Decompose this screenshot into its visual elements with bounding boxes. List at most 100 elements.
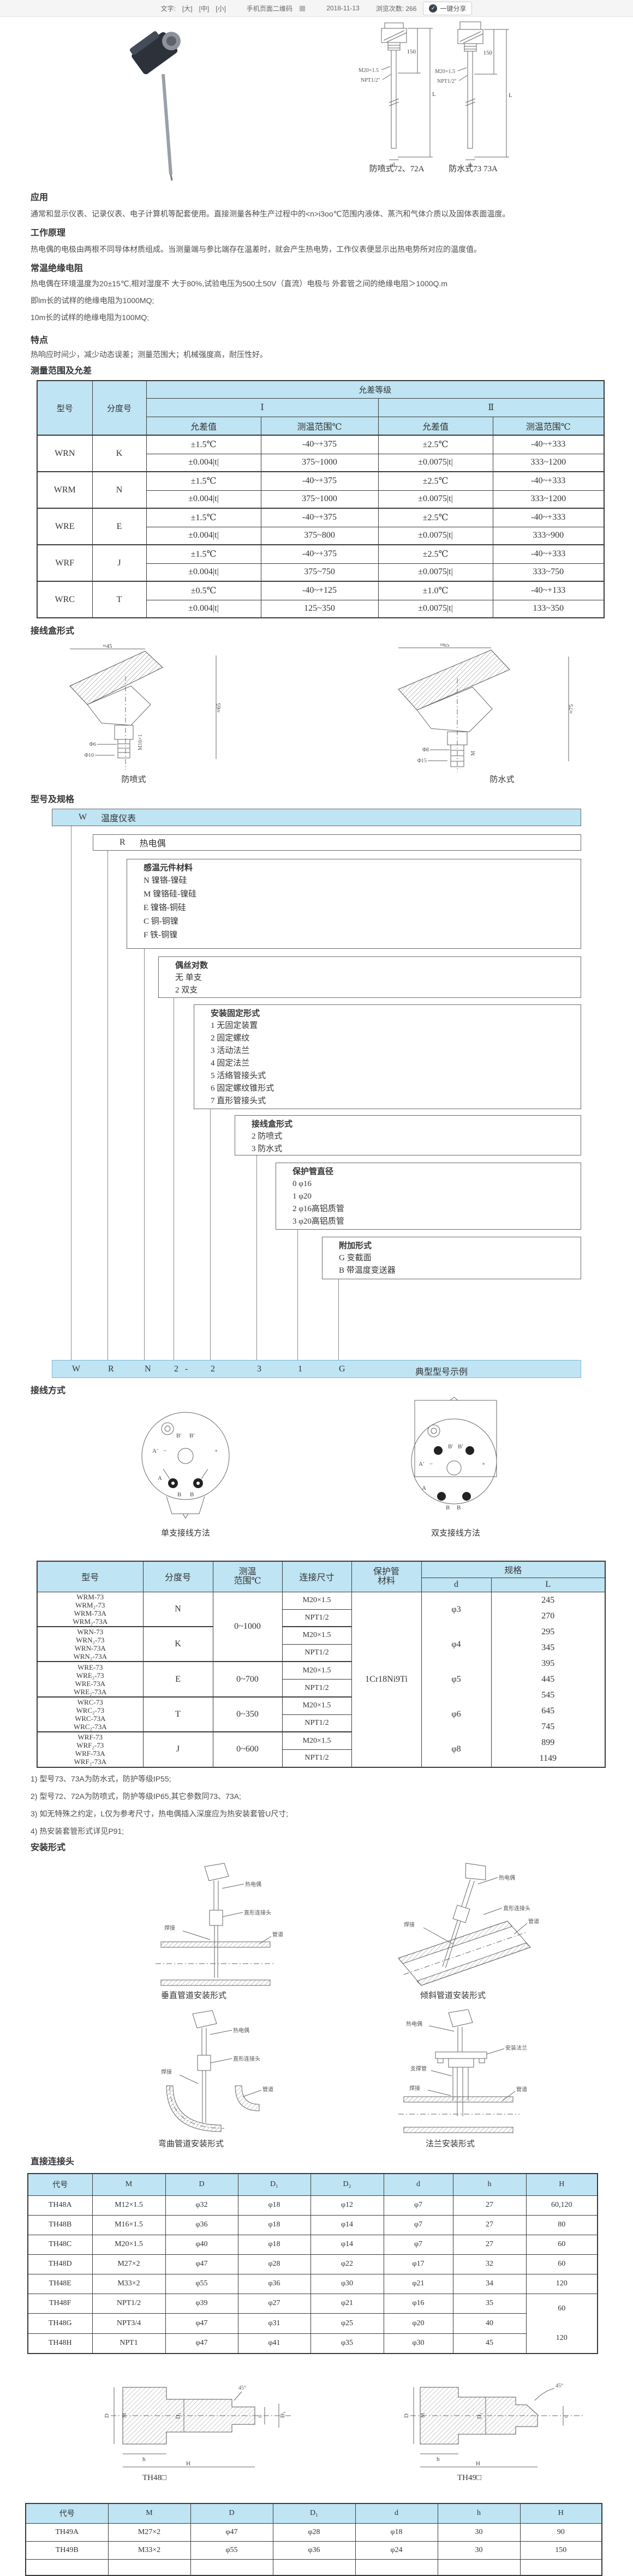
dim-probe-dia: d	[392, 161, 395, 168]
svg-text:焊接: 焊接	[161, 2068, 172, 2075]
cell-model: WRE	[37, 508, 93, 545]
cell-models: WRE-73 WRE₂-73 WRE-73A WRE₂-73A	[37, 1661, 144, 1698]
terminal-label: B	[190, 1491, 194, 1498]
dim-thread-npt: NPT1/2"	[361, 77, 380, 83]
junction-box-water-diagram: ≈65 ≈75 Φ8 Φ15 M	[398, 643, 575, 772]
terminal-label: −	[163, 1448, 166, 1454]
svg-text:h: h	[142, 2456, 146, 2463]
flow-box-instrument: W 温度仪表	[52, 809, 581, 826]
note-4: 4) 热安装套管形式详见P91;	[31, 1827, 124, 1835]
svg-text:M: M	[122, 2413, 128, 2418]
code-r: R	[120, 838, 126, 847]
insulation-line-1: 热电偶在环境温度为20±15℃,相对湿度不 大于80%,试验电压为500土50V…	[31, 279, 447, 288]
flow-connector-line	[210, 1109, 211, 1360]
cell-model: WRN	[37, 435, 93, 472]
col-header-l: L	[491, 1577, 606, 1592]
publish-date: 2018-11-13	[326, 4, 360, 12]
section-title-range-tolerance: 测量范围及允差	[31, 366, 92, 376]
terminal-label: B′	[458, 1443, 463, 1450]
view-count: 浏览次数: 266	[375, 4, 417, 13]
bar-letter: W	[72, 1364, 81, 1374]
insulation-line-3: 10m长的试样的绝缘电阻为100MQ;	[31, 313, 150, 322]
font-large-link[interactable]: [大]	[182, 4, 193, 13]
th48-dimension-diagram: D M D₁ d D₂ h H 45°	[104, 2385, 291, 2467]
label-thermocouple: 热电偶	[139, 839, 166, 848]
wiring-diagram-double: B′ B′ A′ − + A B B	[411, 1397, 497, 1511]
terminal-label: −	[429, 1461, 433, 1467]
svg-text:焊接: 焊接	[404, 1921, 415, 1928]
flow-box-thermocouple: R 热电偶	[93, 834, 581, 851]
terminal-label: +	[214, 1448, 218, 1454]
table-row: WRF-73 WRF₂-73 WRF-73A WRF₂-73A J 0~600 …	[37, 1731, 605, 1768]
svg-text:直形连接头: 直形连接头	[233, 2055, 260, 2062]
col-header-model: 型号	[37, 380, 93, 436]
svg-text:热电偶: 热电偶	[499, 1874, 515, 1881]
svg-text:d: d	[563, 2415, 569, 2418]
install-diagram-curved: 热电偶 直形连接头 焊接 管道	[161, 2010, 273, 2132]
dim-width: ≈65	[440, 643, 450, 648]
bar-letter: 3	[257, 1364, 261, 1374]
cell-grade: K	[92, 435, 147, 472]
install-caption-flange: 法兰安装形式	[425, 2140, 475, 2148]
qr-code-icon[interactable]: ▦	[298, 4, 306, 12]
table-row: WRN-73 WRN₂-73 WRN-73A WRN₂-73A K M20×1.…	[37, 1626, 605, 1662]
section-title-insulation: 常温绝缘电阻	[31, 264, 83, 273]
svg-text:热电偶: 热电偶	[245, 1881, 261, 1888]
cell-model: WRF	[37, 544, 93, 582]
svg-text:H: H	[186, 2460, 190, 2467]
col-header-tol-value: 允差值	[146, 416, 261, 436]
table-row: WRF J ±1.5℃-40~+375 ±2.5℃-40~+333	[37, 544, 605, 582]
cell-models: WRC-73 WRC₂-73 WRC-73A WRC₂-73A	[37, 1696, 144, 1732]
cell-models: WRN-73 WRN₂-73 WRN-73A WRN₂-73A	[37, 1626, 144, 1662]
dim-thread-m20: M20×1.5	[359, 68, 379, 74]
application-body: 通常和显示仪表、记录仪表、电子计算机等配套使用。直接测量各种生产过程中的<n>i…	[31, 209, 510, 218]
features-body: 热响应时间少，减少动态误差；测量范围大；机械强度高，耐压性好。	[31, 350, 267, 359]
tolerance-table: 型号 分度号 允差等级 Ⅰ Ⅱ 允差值 测温范围℃ 允差值 测温范围℃ WRN …	[37, 380, 605, 618]
terminal-label: B	[457, 1504, 461, 1511]
dim-total-length: L	[509, 92, 512, 99]
dim-dia-large: Φ10	[85, 753, 94, 759]
dim-head-length: 150	[483, 50, 493, 56]
svg-text:D₁: D₁	[175, 2412, 181, 2419]
svg-text:D₂: D₂	[279, 2411, 286, 2418]
col-header-grade: 分度号	[92, 380, 147, 436]
install-diagram-flange: 热电偶 安装法兰 支撑管 焊接 管道	[398, 2009, 527, 2133]
example-model-bar: W R N 2 - 2 3 1 G 典型型号示例	[52, 1360, 581, 1378]
waterproof-outline-figure: 150 L M20×1.5 NPT1/2" d	[435, 21, 512, 168]
terminal-label: A′	[419, 1461, 424, 1467]
section-title-installation: 安装形式	[31, 1843, 66, 1852]
junction-box-splash-diagram: ≈45 ≈65 Φ6 Φ10 M16×1	[69, 643, 222, 770]
font-medium-link[interactable]: [中]	[199, 4, 210, 13]
svg-text:45°: 45°	[238, 2385, 246, 2391]
principle-body: 热电偶的电极由两根不同导体材质组成。当测量端与参比端存在温差时，就会产生热电势，…	[31, 245, 481, 254]
table-row: WRM-73 WRM₂-73 WRM-73A WRM₂-73A N 0~1000…	[37, 1591, 606, 1767]
wiring-caption-double: 双支接线方法	[431, 1529, 480, 1538]
cell-grade: J	[92, 544, 147, 582]
table-row: NPT1/2	[37, 1679, 605, 1698]
col-header-material: 保护管 材料	[351, 1561, 422, 1592]
table-row: WRC-73 WRC₂-73 WRC-73A WRC₂-73A T 0~350 …	[37, 1696, 605, 1732]
bar-letter: G	[339, 1364, 345, 1374]
wiring-diagram-single: B′ B′ A′ − + A B B	[141, 1412, 230, 1519]
col-header-tol-value: 允差值	[378, 416, 493, 436]
cell-grade: T	[92, 581, 147, 618]
svg-text:H: H	[476, 2460, 480, 2467]
share-button[interactable]: ✓ 一键分享	[423, 1, 473, 15]
terminal-label: B	[446, 1504, 450, 1511]
flow-connector-line	[338, 1279, 339, 1360]
table-row: NPT1/2	[37, 1749, 605, 1767]
install-diagram-inclined: 热电偶 直形连接头 焊接 管道	[398, 1863, 539, 1986]
dim-thread-npt: NPT1/2"	[437, 79, 457, 85]
dim-height: ≈75	[568, 704, 575, 714]
table-row: ±0.004|t|125~350 ±0.0075|t|133~350	[37, 599, 605, 618]
table-row: ±0.004|t|375~750 ±0.0075|t|333~750	[37, 563, 605, 582]
font-small-link[interactable]: [小]	[216, 4, 226, 13]
cell-d-values: φ3 φ4 φ5 φ6 φ8	[421, 1591, 492, 1767]
th49-diagram-caption: TH49□	[457, 2473, 482, 2482]
